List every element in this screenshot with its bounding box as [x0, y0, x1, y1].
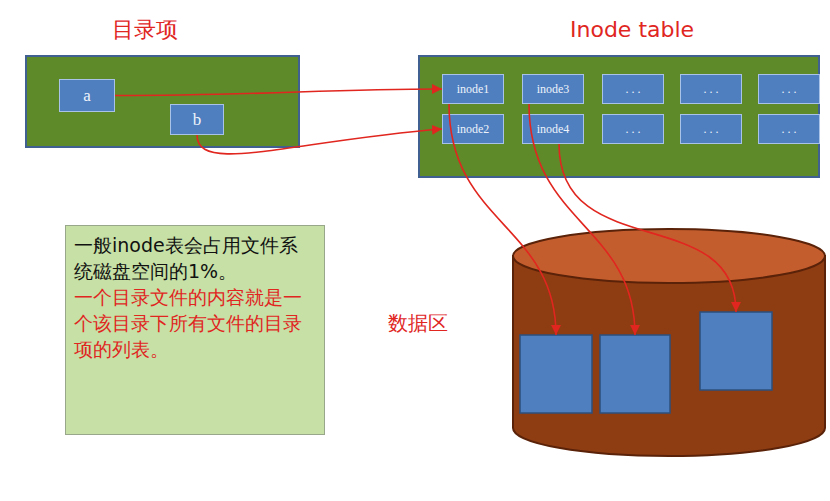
entry-box: . . .: [758, 74, 820, 104]
entry-label: inode1: [457, 82, 490, 97]
entry-label: . . .: [704, 82, 719, 97]
entry-label: . . .: [704, 122, 719, 137]
entry-label: a: [83, 86, 91, 106]
cylinder-shape: [512, 228, 826, 458]
entry-label: . . .: [626, 82, 641, 97]
group-box: Inode tableinode1inode3. . .. . .. . .in…: [418, 55, 820, 178]
entry-box: inode2: [442, 114, 504, 144]
heading-label: Inode table: [570, 17, 694, 43]
data-block: [700, 312, 772, 390]
data-block: [600, 335, 670, 413]
entry-label: . . .: [626, 122, 641, 137]
entry-box: . . .: [680, 74, 742, 104]
entry-box: . . .: [602, 114, 664, 144]
note-text: 一般inode表会占用文件系统磁盘空间的1%。: [74, 232, 316, 284]
entry-label: inode2: [457, 122, 490, 137]
data-block: [520, 335, 592, 413]
entry-label: inode4: [537, 122, 570, 137]
entry-box: inode3: [522, 74, 584, 104]
note-text: 一个目录文件的内容就是一个该目录下所有文件的目录项的列表。: [74, 284, 316, 362]
entry-box: . . .: [758, 114, 820, 144]
entry-box: . . .: [602, 74, 664, 104]
data-cylinder: 数据区: [512, 228, 826, 458]
entry-label: . . .: [782, 82, 797, 97]
entry-box: . . .: [680, 114, 742, 144]
entry-label: . . .: [782, 122, 797, 137]
entry-box: a: [59, 79, 115, 112]
heading-label: 数据区: [388, 310, 448, 336]
heading-label: 目录项: [112, 17, 178, 43]
note-box: 一般inode表会占用文件系统磁盘空间的1%。一个目录文件的内容就是一个该目录下…: [65, 225, 325, 435]
entry-box: inode1: [442, 74, 504, 104]
group-box: 目录项ab: [25, 55, 300, 148]
entry-box: inode4: [522, 114, 584, 144]
entry-box: b: [170, 104, 224, 135]
entry-label: b: [193, 110, 202, 130]
entry-label: inode3: [537, 82, 570, 97]
